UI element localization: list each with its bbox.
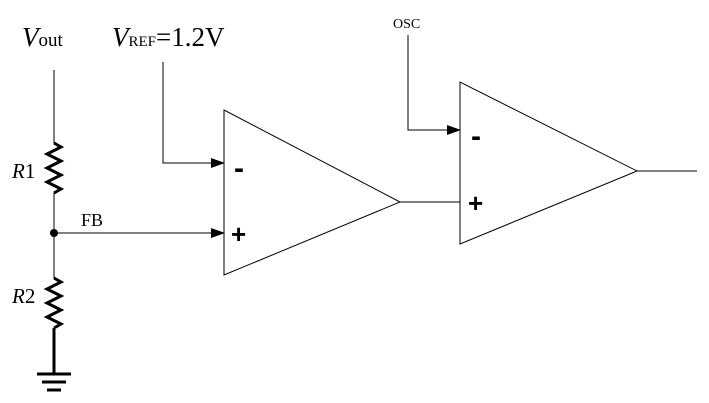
op-amp-1-minus: - (234, 152, 244, 185)
vref-wire (162, 62, 225, 168)
vout-letter: V (22, 22, 42, 52)
r2-number: 2 (25, 284, 36, 308)
r1-number: 1 (25, 159, 36, 183)
osc-label: OSC (393, 17, 420, 32)
r1-label: R1 (11, 159, 35, 183)
op-amp-2 (459, 81, 639, 245)
vref-label: VREF=1.2V (112, 22, 225, 52)
op-amp-2-plus: + (468, 188, 483, 218)
r1-resistor (43, 141, 65, 195)
vref-subscript: REF (129, 34, 157, 50)
vout-subscript: out (39, 30, 64, 51)
ground-icon (37, 372, 71, 392)
op-amp-2-minus: - (471, 120, 481, 153)
vref-value: =1.2V (156, 22, 225, 52)
r1-letter: R (11, 159, 25, 183)
r2-label: R2 (11, 284, 35, 308)
r2-resistor (43, 276, 65, 330)
osc-wire (407, 35, 461, 135)
vref-letter: V (112, 22, 132, 52)
vout-label: Vout (22, 22, 64, 52)
r2-letter: R (11, 284, 25, 308)
fb-label: FB (81, 210, 103, 230)
op-amp-1 (223, 109, 402, 276)
op-amp-1-plus: + (231, 219, 246, 249)
